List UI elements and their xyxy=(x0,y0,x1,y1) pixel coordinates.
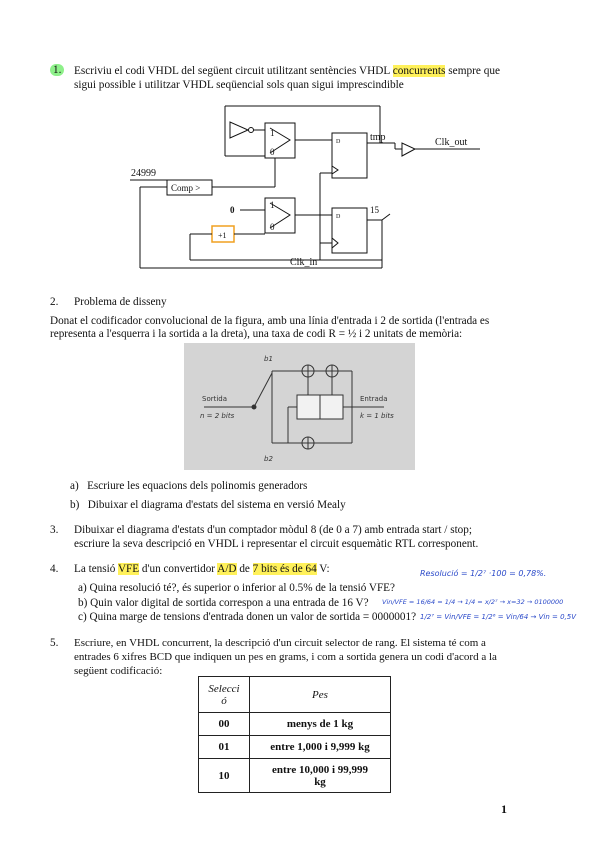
q2-encoder-figure: b1 b2 Sortida n = 2 bits Entrada k = 1 b… xyxy=(184,343,415,470)
q3-number: 3. xyxy=(50,524,59,536)
table-row: 00 menys de 1 kg xyxy=(198,712,391,736)
q5-line-2: entrades 6 xifres BCD que indiquen un pe… xyxy=(74,651,497,663)
table-row: 01 entre 1,000 i 9,999 kg xyxy=(198,735,391,759)
tmp-label: tmp xyxy=(370,132,386,143)
entrada-label: Entrada xyxy=(360,395,388,403)
flip-flop-top xyxy=(331,132,368,179)
ff-top-d-label: D xyxy=(336,139,341,145)
mux-bottom-in1-label: 1 xyxy=(270,200,275,210)
sortida-label: Sortida xyxy=(202,395,227,403)
q5-number: 5. xyxy=(50,637,59,649)
q4-bits-highlight: 7 bits és de 64 xyxy=(252,563,317,575)
q5-line-1: Escriure, en VHDL concurrent, la descrip… xyxy=(74,637,486,649)
handwriting-c: 1/2⁷ = Vin/VFE = 1/2⁶ = Vin/64 → Vin = 0… xyxy=(420,613,577,621)
zero-input-label: 0 xyxy=(230,205,235,215)
q1-highlight-concurrents: concurrents xyxy=(392,65,446,77)
comparator-label: Comp > xyxy=(171,183,200,193)
flip-flop-bottom xyxy=(331,207,368,254)
table-header-pes: Pes xyxy=(249,676,391,713)
mux-top-icon xyxy=(264,122,296,159)
q2-item-b: b) Dibuixar el diagrama d'estats del sis… xyxy=(70,499,346,511)
q4-item-c: c) Quina marge de tensions d'entrada don… xyxy=(78,611,417,623)
clk-in-label: Clk_in xyxy=(290,257,317,268)
q4-vfe-highlight: VFE xyxy=(117,563,140,575)
q5-line-3: següent codificació: xyxy=(74,665,163,677)
q1-circuit-diagram: 1 0 1 0 0 24999 Comp > +1 tmp Clk_out Cl… xyxy=(130,105,480,269)
q2-item-a: a) Escriure les equacions dels polinomis… xyxy=(70,480,308,492)
q2-title: Problema de disseny xyxy=(74,296,167,308)
handwriting-a: Resolució = 1/2⁷ ·100 = 0,78%. xyxy=(420,569,547,578)
mux-bottom-in0-label: 0 xyxy=(270,222,275,232)
q2-para-line-1: Donat el codificador convolucional de la… xyxy=(50,315,490,327)
q4-item-a: a) Quina resolució té?, és superior o in… xyxy=(78,582,395,594)
mux-top-in0-label: 0 xyxy=(270,147,275,157)
b1-label: b1 xyxy=(264,355,273,363)
q4-number: 4. xyxy=(50,563,59,575)
mux-top-in1-label: 1 xyxy=(270,128,275,138)
q3-line-1: Dibuixar el diagrama d'estats d'un compt… xyxy=(74,524,472,536)
incrementer-label: +1 xyxy=(218,231,227,240)
q3-line-2: escriure la seva descripció en VHDL i re… xyxy=(74,538,479,550)
inverter-top-icon xyxy=(229,121,250,139)
q4-ad-highlight: A/D xyxy=(217,563,237,575)
q1-line-1: Escriviu el codi VHDL del següent circui… xyxy=(74,65,501,77)
q4-intro: La tensió VFE d'un convertidor A/D de 7 … xyxy=(74,563,330,575)
const-24999-label: 24999 xyxy=(131,168,156,179)
q4-item-b: b) Quin valor digital de sortida corresp… xyxy=(78,597,369,609)
b2-label: b2 xyxy=(264,455,273,463)
q1-number: 1. xyxy=(50,64,65,76)
clk-out-label: Clk_out xyxy=(435,137,467,148)
page-number: 1 xyxy=(501,802,507,816)
k-bits-label: k = 1 bits xyxy=(360,412,394,420)
q2-number: 2. xyxy=(50,296,59,308)
bus-width-label: 15 xyxy=(370,205,380,215)
n-bits-label: n = 2 bits xyxy=(200,412,235,420)
ff-bottom-d-label: D xyxy=(336,214,341,220)
handwriting-b: Vin/VFE = 16/64 = 1/4 → 1/4 = x/2⁷ → x=3… xyxy=(382,598,564,606)
q2-para-line-2: representa a l'esquerra i la sortida a l… xyxy=(50,328,463,340)
q1-line-2: sigui possible i utilitzar VHDL seqüenci… xyxy=(74,79,404,91)
buffer-icon xyxy=(401,142,417,157)
mux-bottom-icon xyxy=(264,197,296,234)
